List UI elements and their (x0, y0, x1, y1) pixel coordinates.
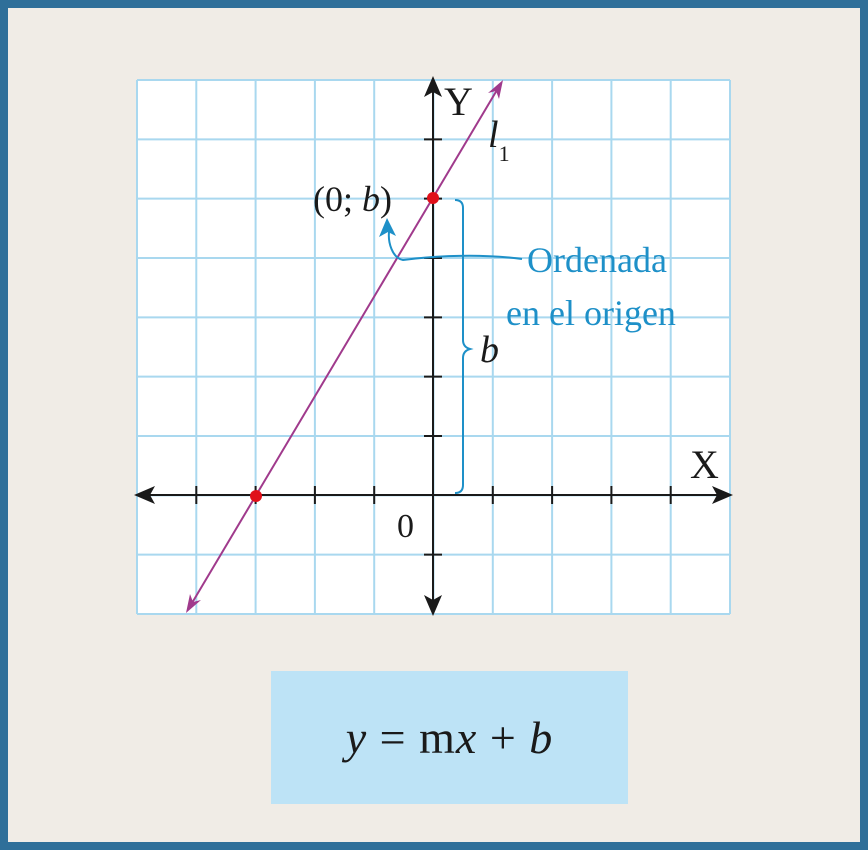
y-axis (424, 76, 442, 616)
y-axis-arrow-down (424, 595, 442, 616)
y-axis-arrow-up (424, 76, 442, 97)
x-axis-label: X (690, 442, 719, 487)
line-arrow-top (488, 80, 503, 99)
b-brace (454, 199, 474, 494)
annotation-leader (387, 231, 523, 262)
formula-box: y = mx + b (271, 671, 628, 804)
y-intercept-point (427, 192, 439, 204)
brace-label: b (480, 329, 499, 371)
annotation-arrow (379, 218, 396, 237)
line-arrow-bottom (186, 594, 201, 613)
axis-ticks (195, 138, 672, 556)
origin-label: 0 (397, 508, 414, 545)
annotation-line-1: Ordenada (527, 240, 667, 280)
annotation-line-2: en el origen (506, 293, 676, 333)
x-axis-arrow-left (134, 486, 155, 504)
line-l1 (186, 80, 503, 613)
y-axis-label: Y (444, 79, 473, 124)
intercept-point-label: (0; b) (313, 179, 392, 219)
x-intercept-point (250, 490, 262, 502)
slope-intercept-formula: y = mx + b (345, 712, 554, 763)
x-axis-arrow-right (712, 486, 733, 504)
line-label: l1 (488, 114, 510, 166)
